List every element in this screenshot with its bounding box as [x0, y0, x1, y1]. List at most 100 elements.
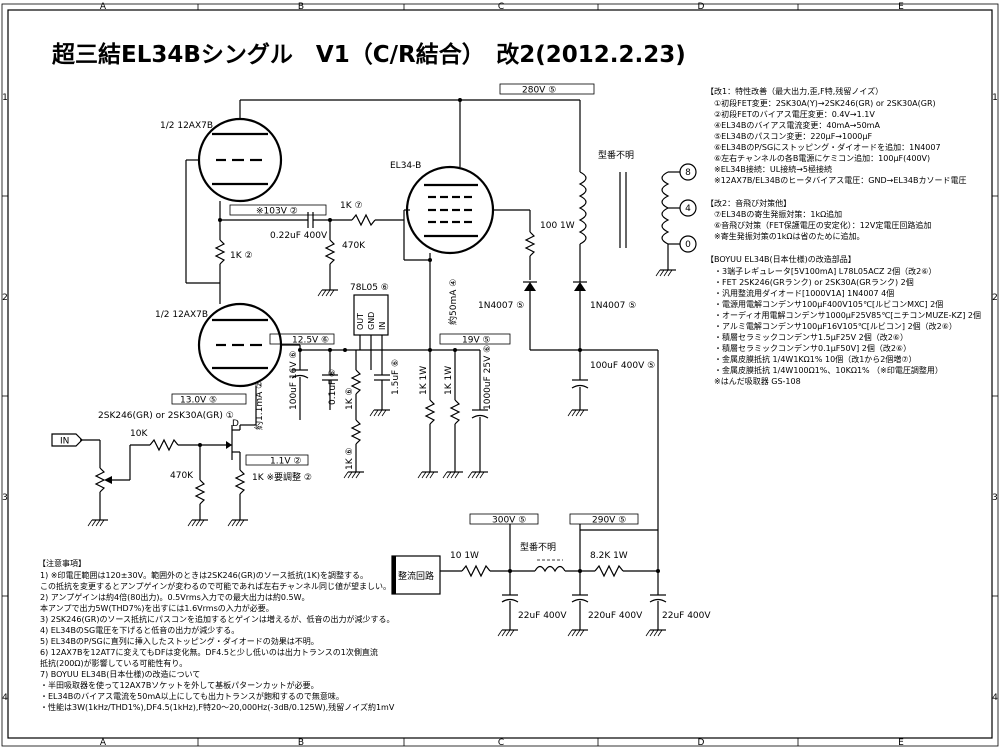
- parts-item: ・金属皮膜抵抗 1/4W100Ω1%、10KΩ1% （※印電圧調整用）: [714, 365, 943, 375]
- resistor-10k: [149, 438, 179, 452]
- ps-cap-2-label: 220uF 400V: [588, 611, 643, 621]
- note-line: ・EL34Bのバイアス電流を50mA以上にしても出力トランスが飽和するので無意味…: [40, 691, 344, 701]
- col-label-b-bottom: B: [298, 738, 304, 748]
- capacitor-100u-16v: [291, 374, 309, 379]
- diode-left-label: 1N4007 ⑤: [478, 301, 524, 311]
- volume-potentiometer[interactable]: [87, 440, 131, 527]
- change-item: ⑥左右チャンネルの各B電源にケミコン追加：100µF(400V): [714, 153, 930, 163]
- output-tap-4[interactable]: 4: [679, 199, 697, 217]
- fet-label: 2SK246(GR) or 2SK30A(GR) ①: [98, 411, 234, 421]
- parts-item: ・金属皮膜抵抗 1/4W1KΩ1% 10個（改1から2個増⑦）: [714, 354, 917, 364]
- fet-current-label: 約1.1mA ②: [253, 381, 265, 430]
- reg-pin-gnd: GND: [367, 312, 376, 330]
- svg-text:0: 0: [685, 240, 691, 250]
- input-connector[interactable]: IN: [51, 433, 83, 447]
- note-line: 5) EL34BのP/SGに直列に挿入したストッピング・ダイオードの効果は不明。: [40, 636, 319, 646]
- col-label-d-bottom: D: [698, 738, 705, 748]
- note-line: 本アンプで出力5W(THD7%)を出すには1.6Vrmsの入力が必要。: [40, 603, 274, 613]
- col-label-a-bottom: A: [100, 738, 107, 748]
- col-label-a: A: [100, 2, 107, 12]
- voltage-280v: 280V ⑤: [522, 86, 556, 96]
- coupling-capacitor: [307, 212, 314, 228]
- note-line: 抵抗(200Ω)が影響している可能性有り。: [40, 658, 187, 668]
- col-label-e: E: [898, 2, 904, 12]
- reg-pin-in: IN: [378, 322, 387, 330]
- ps-capacitor-2: [567, 571, 589, 637]
- reg-pin-out: OUT: [356, 313, 365, 330]
- r470k-in-label: 470K: [170, 471, 194, 481]
- col-label-c-bottom: C: [498, 738, 504, 748]
- change-item: ※EL34B接続：UL接続→5極接続: [714, 164, 832, 174]
- ps-capacitor-1: [497, 571, 519, 637]
- resistor-1k-grid-stopper: [351, 213, 376, 227]
- note-line: 4) EL34BのSG電圧を下げると低音の出力が減少する。: [40, 625, 239, 635]
- resistor-8k2-1w: [594, 564, 624, 578]
- notes-heading: 【注意事項】: [38, 558, 86, 568]
- r100-1w-label: 100 1W: [540, 221, 575, 231]
- parts-item: ※はんだ吸取器 GS-108: [714, 377, 801, 386]
- svg-text:IN: IN: [60, 437, 69, 447]
- ps-capacitor-3: [645, 571, 667, 637]
- choke-inductor: [534, 565, 566, 573]
- note-line: ・性能は3W(1kHz/THD1%),DF4.5(1kHz),F特20～20,0…: [40, 702, 395, 712]
- row-label-2: 2: [2, 293, 8, 303]
- output-tap-0[interactable]: 0: [679, 235, 697, 253]
- output-tap-8[interactable]: 8: [679, 163, 697, 181]
- diode-left: [523, 281, 537, 291]
- regulator-label: 78L05 ⑥: [350, 283, 389, 293]
- resistor-1k-plate: [214, 239, 226, 265]
- tube-lower-12ax7b: [197, 284, 301, 425]
- rectifier-label: 整流回路: [398, 570, 434, 582]
- col-label-d: D: [698, 2, 705, 12]
- tube-upper-12ax7b: [185, 99, 460, 284]
- voltage-19v: 19V ⑤: [462, 336, 491, 346]
- voltage-1v1: 1.1V ②: [270, 457, 301, 467]
- ps-cap-3-label: 22uF 400V: [662, 611, 711, 621]
- note-line: 7) BOYUU EL34B(日本仕様)の改造について: [40, 669, 200, 679]
- change-heading-2: 【改2：音飛び対策他】: [706, 198, 791, 208]
- note-line: ・半田吸取器を使って12AX7Bソケットを外して基板パターンカットが必要。: [40, 680, 319, 690]
- resistor-470k-grid: [324, 239, 336, 265]
- cap-0u1-label: 0.1uF ⑥: [328, 369, 338, 405]
- change-item: ④EL34Bのバイアス電流変更：40mA→50mA: [714, 120, 880, 130]
- voltage-box-19v: [439, 333, 511, 345]
- row-label-2-right: 2: [992, 293, 998, 303]
- resistor-1k-1w-a: [424, 399, 436, 425]
- cap-100u-16v-label: 100uF 16V ⑥: [289, 351, 299, 410]
- resistor-1k-1w-b: [449, 399, 461, 425]
- r1k-b-label: 1K ⑥: [345, 447, 355, 470]
- r1k1w-a-label: 1K 1W: [419, 366, 429, 395]
- row-label-3: 3: [2, 493, 8, 503]
- r1k-mid-label: 1K ②: [230, 251, 253, 261]
- change-item: ⑥EL34BのP/SGにストッピング・ダイオードを追加：1N4007: [714, 142, 941, 152]
- resistor-1k-divider-a: [350, 369, 362, 395]
- resistor-10-1w: [461, 564, 491, 578]
- voltage-300v: 300V ⑤: [492, 516, 526, 526]
- voltage-box-280v: [499, 83, 595, 95]
- voltage-box-1v1: [245, 454, 309, 466]
- svg-text:8: 8: [685, 168, 691, 178]
- diode-right-label: 1N4007 ⑤: [590, 301, 636, 311]
- note-line: この抵抗を変更するとアンプゲインが変わるので可能であれば左右チャンネル同じ値が望…: [40, 581, 391, 591]
- change-item: ※12AX7B/EL34Bのヒータバイアス電圧：GND→EL34Bカソード電圧: [714, 176, 967, 185]
- svg-text:4: 4: [685, 204, 691, 214]
- cap-100u-400v-label: 100uF 400V ⑤: [590, 361, 655, 371]
- page-title: 超三結EL34Bシングル V1（C/R結合） 改2(2012.2.23): [52, 41, 686, 68]
- row-label-3-right: 3: [992, 493, 998, 503]
- change-heading-1: 【改1：特性改善（最大出力,歪,F特,残留ノイズ）: [706, 86, 883, 96]
- tube-el34b-label: EL34-B: [390, 161, 421, 171]
- resistor-470k-input: [194, 479, 206, 505]
- parts-item: ・オーディオ用電解コンデンサ1000µF25V85℃[ニチコンMUZE-KZ] …: [714, 310, 981, 320]
- r470k-grid-label: 470K: [342, 241, 366, 251]
- coupling-cap-label: 0.22uF 400V: [270, 231, 328, 241]
- col-label-c: C: [498, 2, 504, 12]
- parts-item: ・汎用整流用ダイオード[1000V1A] 1N4007 4個: [714, 288, 894, 298]
- rectifier-block: [391, 555, 441, 595]
- row-label-4-right: 4: [992, 693, 998, 703]
- voltage-13v: 13.0V ⑤: [180, 396, 217, 406]
- note-line: 2) アンプゲインは約4倍(80出力)。0.5Vrms入力での最大出力は約0.5…: [40, 592, 309, 602]
- ps-cap-1-label: 22uF 400V: [518, 611, 567, 621]
- resistor-1k-source: [234, 469, 246, 495]
- voltage-12v5: 12.5V ⑥: [292, 336, 329, 346]
- row-label-4: 4: [2, 693, 8, 703]
